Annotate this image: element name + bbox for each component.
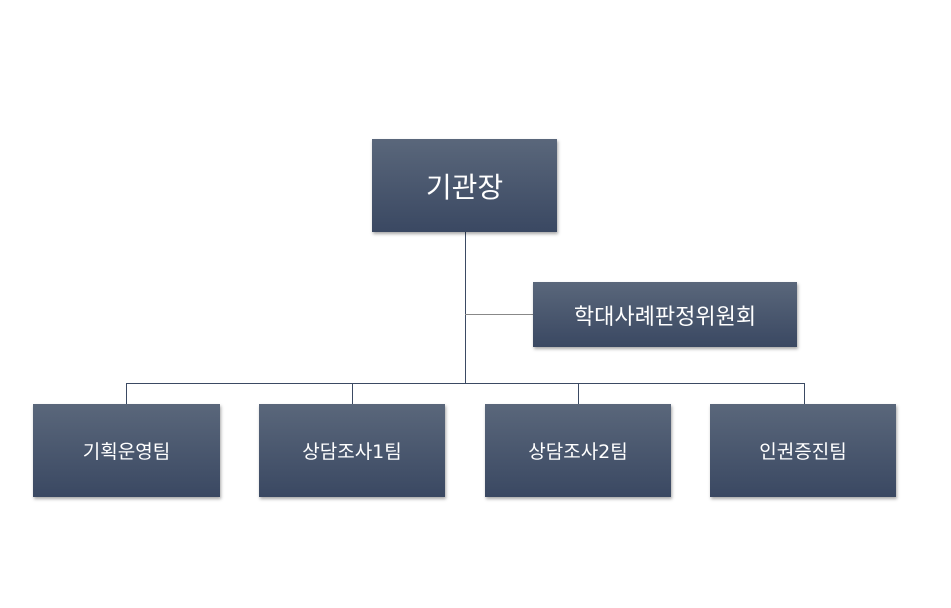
team-label: 인권증진팀 xyxy=(759,441,847,463)
team-node: 상담조사2팀 xyxy=(485,404,671,497)
committee-node: 학대사례판정위원회 xyxy=(533,282,797,347)
connector-team-bus xyxy=(126,383,805,384)
connector-committee xyxy=(465,314,533,315)
head-node: 기관장 xyxy=(372,139,557,232)
connector-head-vertical xyxy=(465,232,466,384)
team-label: 기획운영팀 xyxy=(82,441,171,463)
head-label: 기관장 xyxy=(425,170,504,204)
committee-label: 학대사례판정위원회 xyxy=(573,304,757,330)
team-node: 인권증진팀 xyxy=(710,404,896,497)
team-node: 상담조사1팀 xyxy=(259,404,445,497)
connector-team-2 xyxy=(352,383,353,404)
connector-team-4 xyxy=(804,383,805,404)
connector-team-1 xyxy=(126,383,127,404)
team-label: 상담조사1팀 xyxy=(302,441,402,463)
connector-team-3 xyxy=(578,383,579,404)
team-label: 상담조사2팀 xyxy=(528,441,628,463)
team-node: 기획운영팀 xyxy=(33,404,220,497)
